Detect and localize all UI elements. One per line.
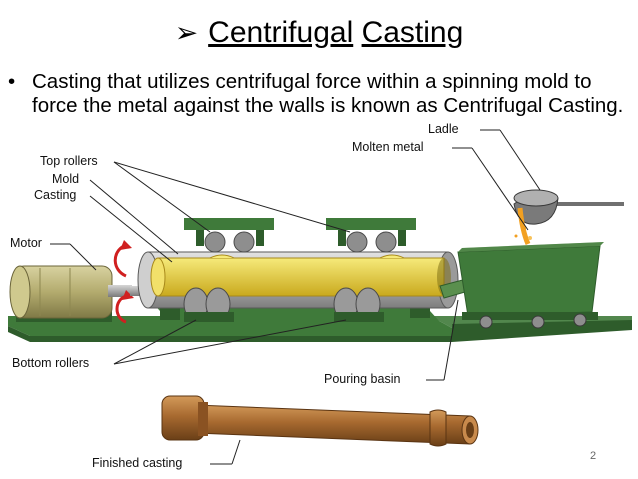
casting-layer bbox=[150, 254, 451, 297]
bullet-text: Casting that utilizes centrifugal force … bbox=[32, 70, 624, 117]
bottom-roller-left bbox=[183, 287, 234, 322]
motor bbox=[9, 265, 132, 322]
bottom-roller-right bbox=[333, 287, 384, 322]
title-word-centrifugal: Centrifugal bbox=[208, 16, 354, 49]
label-top-rollers: Top rollers bbox=[40, 154, 98, 168]
rotation-arrows-icon bbox=[113, 240, 134, 324]
label-motor: Motor bbox=[10, 236, 42, 250]
top-roller-right bbox=[326, 218, 416, 253]
finished-casting bbox=[161, 395, 479, 447]
arrow-bullet-icon: ➢ bbox=[174, 17, 199, 48]
page-number: 2 bbox=[590, 450, 597, 462]
label-molten-metal: Molten metal bbox=[352, 140, 424, 154]
label-casting: Casting bbox=[34, 188, 77, 202]
label-bottom-rollers: Bottom rollers bbox=[12, 356, 90, 370]
title-word-casting: Casting bbox=[361, 16, 464, 49]
slide-title: ➢ Centrifugal Casting bbox=[0, 14, 638, 52]
bullet-dot-icon: • bbox=[8, 70, 16, 93]
label-ladle: Ladle bbox=[428, 122, 459, 136]
label-pouring-basin: Pouring basin bbox=[324, 372, 401, 386]
label-mold: Mold bbox=[52, 172, 80, 186]
leader-lines bbox=[50, 129, 541, 465]
ladle bbox=[513, 189, 624, 225]
molten-metal-stream bbox=[514, 207, 532, 245]
pouring-basin bbox=[457, 242, 604, 329]
label-finished-casting: Finished casting bbox=[92, 456, 183, 470]
top-roller-left bbox=[184, 218, 274, 253]
